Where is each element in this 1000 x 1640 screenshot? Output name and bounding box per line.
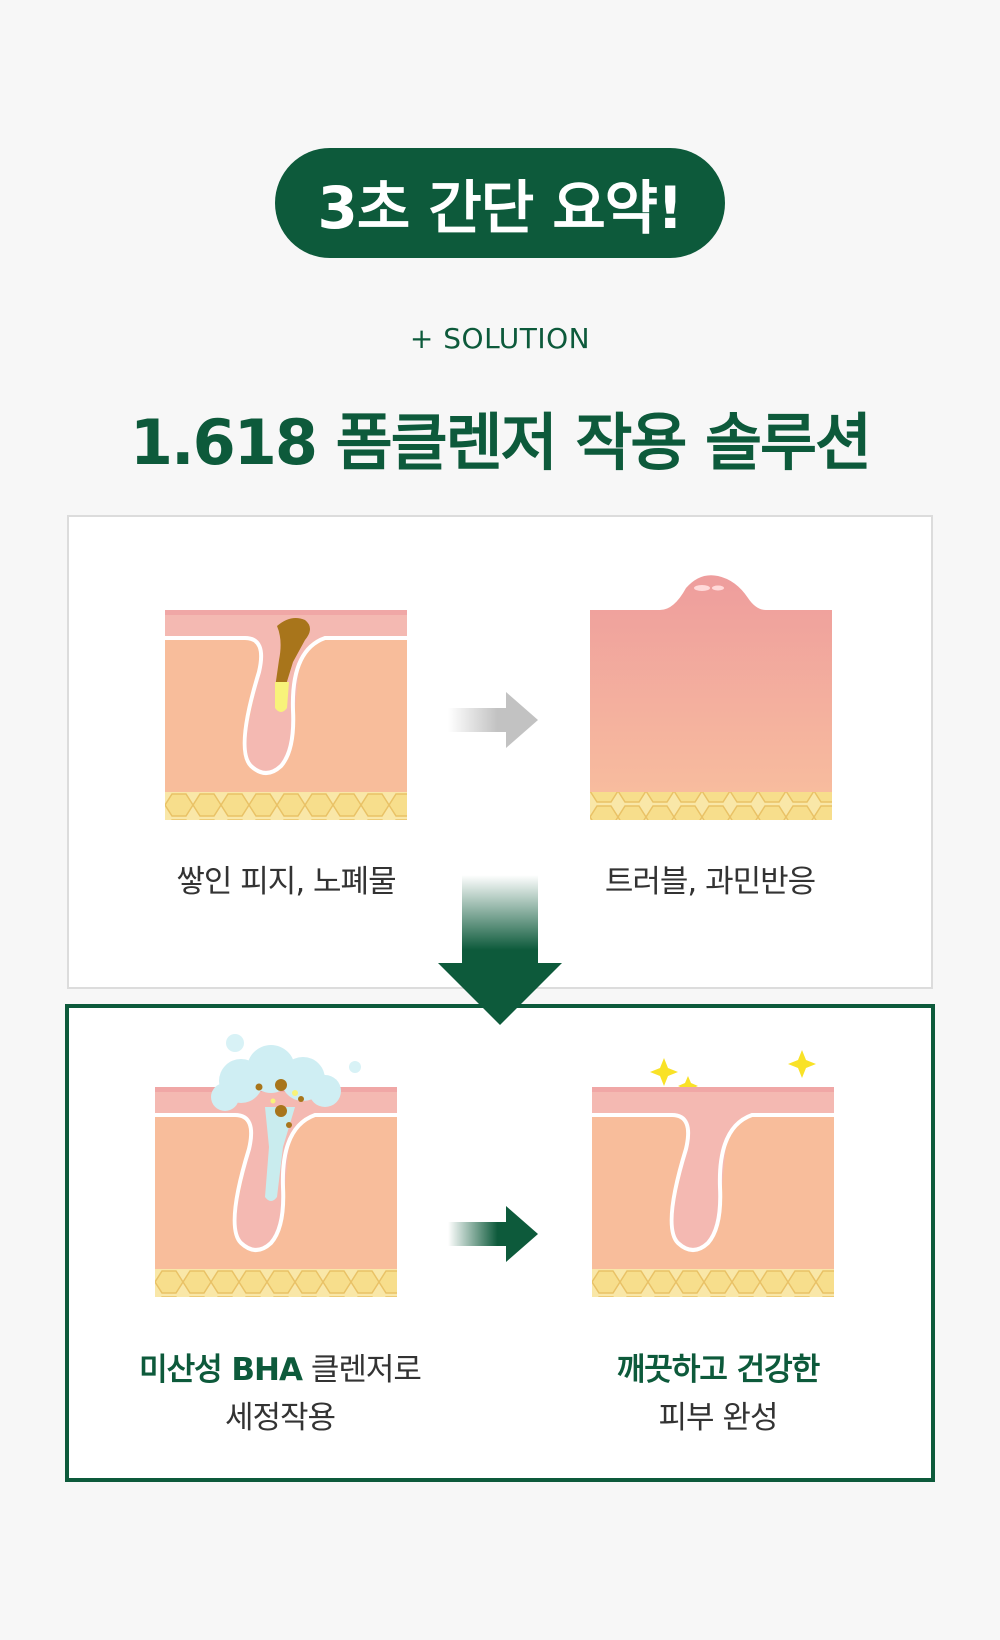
problem-before-caption: 쌓인 피지, 노폐물 <box>176 864 396 900</box>
progress-arrow-icon <box>448 692 538 748</box>
trouble-skin-illustration <box>590 575 832 820</box>
solution-kicker: + SOLUTION <box>409 322 591 355</box>
solution-after-caption: 깨끗하고 건강한 피부 완성 <box>616 1352 820 1436</box>
bha-cleansing-illustration <box>155 1034 397 1297</box>
summary-badge-label: 3초 간단 요약! <box>317 174 684 242</box>
clogged-pore-illustration <box>165 610 407 820</box>
page-title: 1.618 폼클렌저 작용 솔루션 <box>129 406 872 479</box>
clean-skin-illustration <box>592 1050 834 1297</box>
solution-before-caption: 미산성 BHA 클렌저로 세정작용 <box>139 1352 422 1436</box>
result-arrow-icon <box>448 1206 538 1262</box>
summary-badge: 3초 간단 요약! <box>275 148 725 258</box>
problem-after-caption: 트러블, 과민반응 <box>604 864 816 900</box>
down-arrow-icon <box>438 875 562 1025</box>
